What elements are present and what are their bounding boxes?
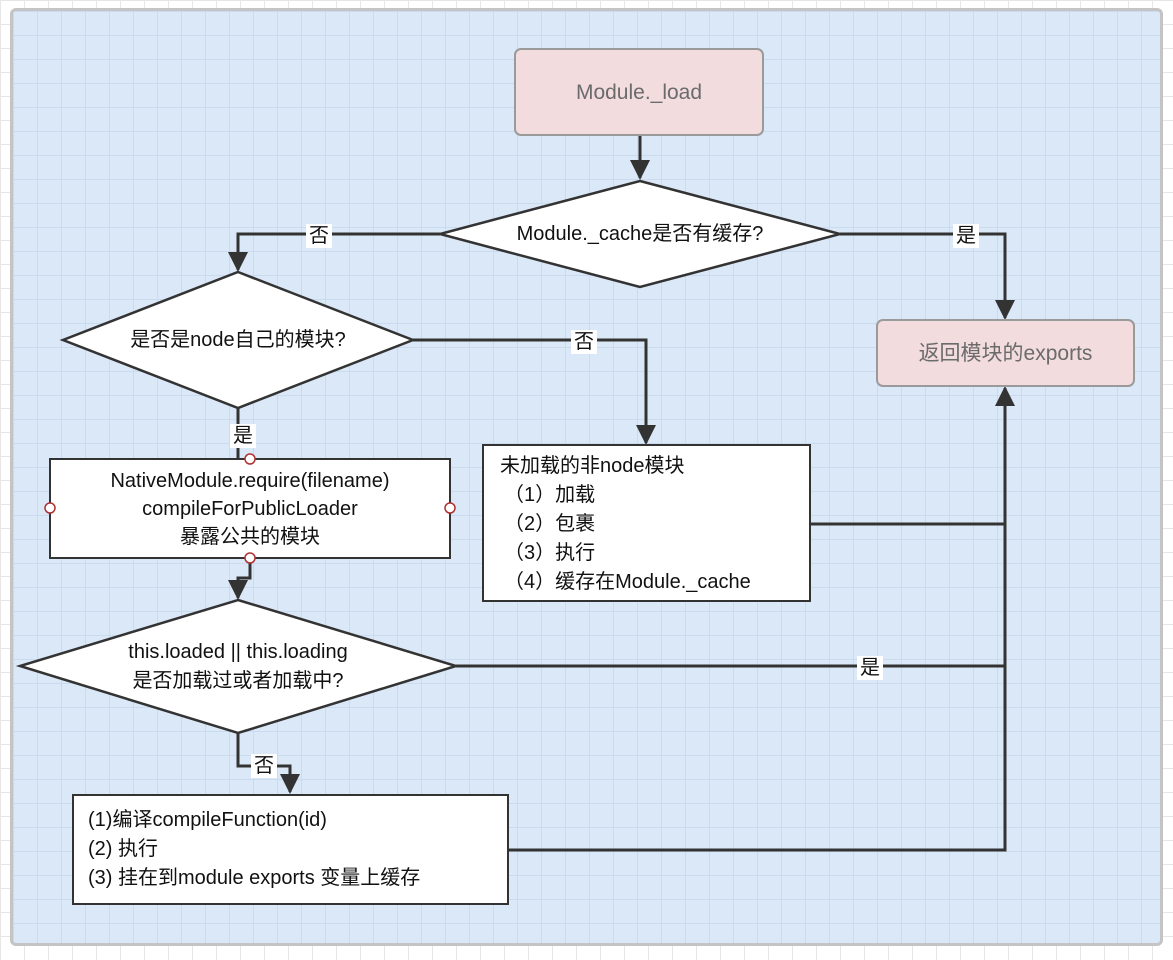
edge-label-cache-yes: 是 xyxy=(953,224,979,248)
label-native-require: NativeModule.require(filename) compileFo… xyxy=(110,469,390,548)
non-native-step: （1）加载 xyxy=(504,484,596,506)
label-is-native: 是否是node自己的模块? xyxy=(130,328,346,351)
node-module-load xyxy=(514,48,764,136)
edge-require-to-loaded xyxy=(228,558,252,600)
node-loaded-check xyxy=(15,598,461,735)
port-dot-bottom xyxy=(244,552,256,564)
node-non-native xyxy=(482,444,811,602)
edge-label-loaded-no: 否 xyxy=(251,754,277,778)
edge-label-cache-no: 否 xyxy=(306,224,332,248)
edge-compile-to-main xyxy=(508,386,1015,852)
node-return-exports xyxy=(876,319,1135,387)
edge-label-loaded-yes: 是 xyxy=(857,656,883,680)
label-non-native: 未加载的非node模块 （1）加载 （2）包裹 （3）执行 （4）缓存在Modu… xyxy=(500,452,805,596)
label-module-load: Module._load xyxy=(575,80,703,104)
non-native-step: （2）包裹 xyxy=(504,513,596,535)
non-native-title: 未加载的非node模块 xyxy=(500,455,685,477)
label-compile: (1)编译compileFunction(id) (2) 执行 (3) 挂在到m… xyxy=(88,809,421,889)
label-loaded-check: this.loaded || this.loading 是否加载过或者加载中? xyxy=(128,641,348,692)
label-return-exports: 返回模块的exports xyxy=(918,341,1093,365)
non-native-step: （4）缓存在Module._cache xyxy=(504,571,751,593)
edge-native-no xyxy=(413,338,656,445)
port-dot-top xyxy=(244,453,256,465)
node-is-native xyxy=(59,270,417,410)
port-dot-right xyxy=(444,502,456,514)
label-cache-check: Module._cache是否有缓存? xyxy=(516,222,764,245)
edge-cache-yes xyxy=(840,232,1015,320)
edge-label-native-no: 否 xyxy=(571,330,597,354)
edge-cache-no xyxy=(228,232,440,272)
non-native-step: （3）执行 xyxy=(504,542,596,564)
node-compile xyxy=(72,794,509,905)
node-cache-check xyxy=(435,179,845,289)
edge-label-native-yes: 是 xyxy=(230,424,256,448)
port-dot-left xyxy=(44,502,56,514)
